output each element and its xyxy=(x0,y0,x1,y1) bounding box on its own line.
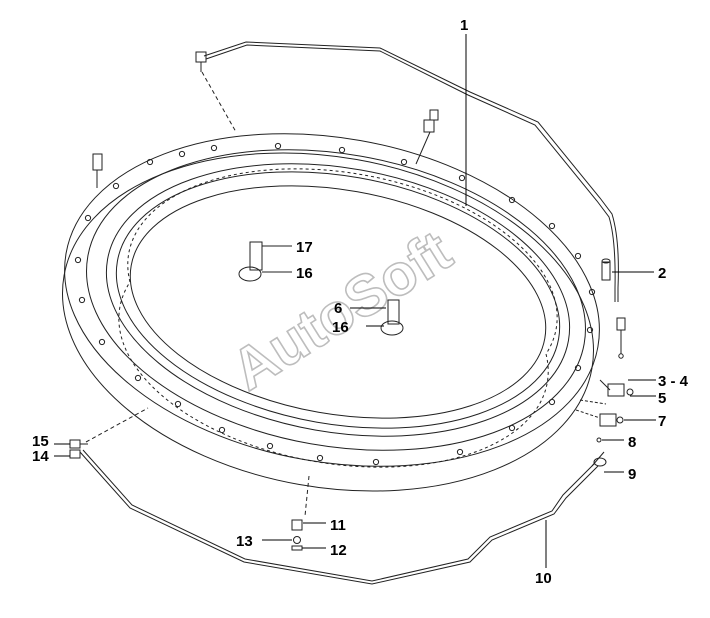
gear-root-edge xyxy=(115,171,561,429)
upper-grease-fitting xyxy=(195,51,207,72)
callout-9: 9 xyxy=(628,466,636,483)
callout-11: 11 xyxy=(330,517,346,534)
callout-13: 13 xyxy=(236,533,253,550)
bolt-holes xyxy=(74,142,596,466)
callout-10: 10 xyxy=(535,570,552,587)
gear-outer-edge xyxy=(105,163,571,437)
part-16-nut-upper xyxy=(238,266,292,282)
upper-dashed-leader xyxy=(201,71,237,133)
callout-labels: 1 2 3 - 4 5 6 7 8 9 10 11 12 13 14 15 16… xyxy=(32,17,689,587)
callout-8: 8 xyxy=(628,434,636,451)
callout-14: 14 xyxy=(32,448,49,465)
callout-3-4: 3 - 4 xyxy=(658,373,689,390)
callout-16-lower: 16 xyxy=(332,319,349,336)
part-17-bolt xyxy=(249,241,292,271)
callout-leaders xyxy=(54,34,656,568)
part-16-nut-lower xyxy=(380,320,404,336)
part-14-15-fitting xyxy=(69,439,88,459)
callout-1: 1 xyxy=(460,17,468,34)
ring-lower-edge xyxy=(62,152,594,492)
part-11-13-fitting xyxy=(291,475,310,551)
gear-tip-edge xyxy=(129,185,547,419)
callout-15: 15 xyxy=(32,433,49,450)
callout-6: 6 xyxy=(334,300,342,317)
upper-grease-line xyxy=(203,41,619,302)
left-stud xyxy=(92,153,103,188)
lower-grease-line xyxy=(79,449,599,585)
callout-16-upper: 16 xyxy=(296,265,313,282)
part-2-fitting xyxy=(601,258,611,281)
callout-17: 17 xyxy=(296,239,313,256)
ring-inner-edge xyxy=(86,149,586,451)
lower-dashed-leader xyxy=(85,407,149,443)
part-top-bolt-fitting xyxy=(415,109,439,165)
callout-12: 12 xyxy=(330,542,347,559)
part-3-9-valve-assembly xyxy=(575,317,634,467)
callout-7: 7 xyxy=(658,413,666,430)
callout-2: 2 xyxy=(658,265,666,282)
callout-5: 5 xyxy=(658,390,666,407)
part-6-bolt xyxy=(387,299,400,325)
